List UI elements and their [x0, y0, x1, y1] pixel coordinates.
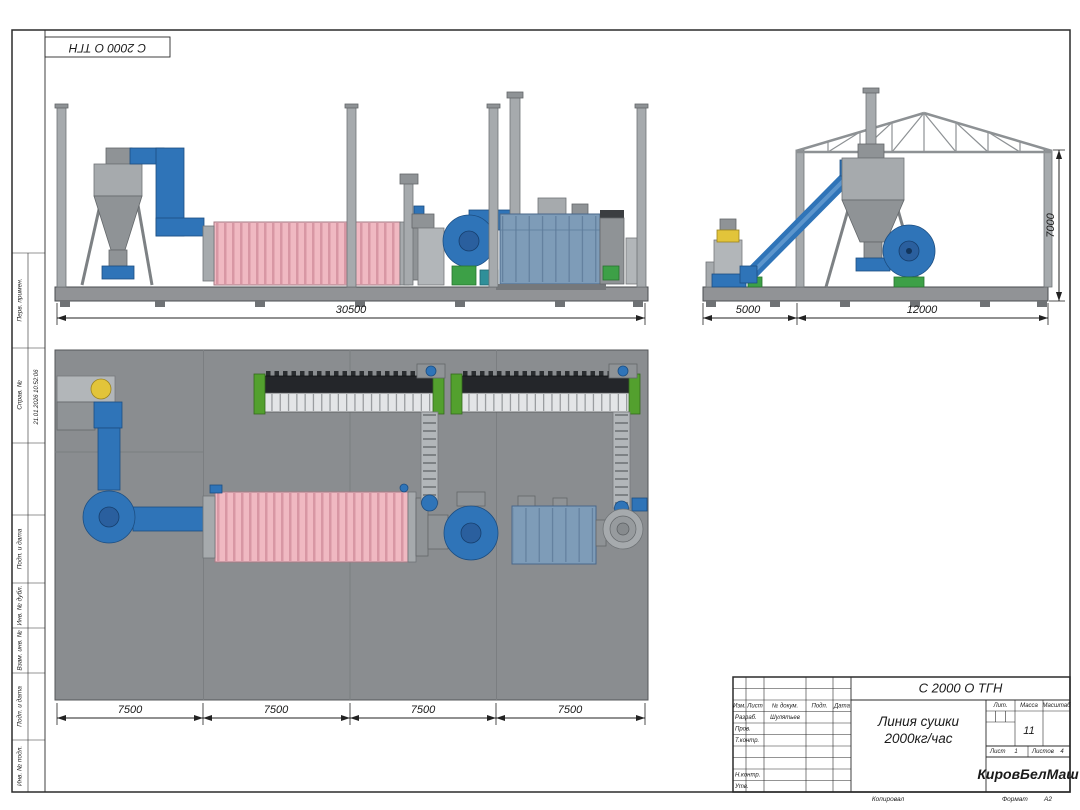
tb-col-izm: Изм.	[733, 704, 746, 710]
dim-text-30500: 30500	[336, 304, 367, 316]
dimension-plan: 7500 7500 7500 7500	[56, 703, 646, 725]
scraper-conveyor-1	[253, 371, 445, 415]
platform-feet-side	[60, 301, 643, 307]
tb-massa-label: Масса	[1020, 703, 1038, 709]
field-podp-data-1: Подп. и дата	[16, 528, 24, 569]
inclined-conveyor-end	[739, 168, 856, 284]
rotary-drum-side	[202, 221, 422, 286]
dim-text-7500-2: 7500	[264, 704, 289, 716]
feed-unit-plan	[56, 375, 123, 491]
tb-col-list: Лист	[746, 704, 762, 710]
truss-webs	[827, 112, 1021, 153]
dim-text-7500-3: 7500	[411, 704, 436, 716]
dim-text-7500-4: 7500	[558, 704, 583, 716]
heat-generator-side	[496, 91, 641, 290]
discharge-elevator-side	[399, 173, 445, 286]
rotary-valve-side	[101, 265, 135, 280]
sheet-footer: Копировал Формат А2	[872, 796, 1052, 803]
field-perv-primen: Перв. примен.	[17, 278, 24, 321]
conveyor1-drive-right	[432, 373, 445, 415]
dimension-end-bottom: 5000 12000	[702, 303, 1049, 325]
side-elevation-view: 30500	[54, 91, 649, 325]
tb-prov-label: Пров.	[735, 727, 751, 733]
tb-massa-value: 11	[1023, 725, 1034, 737]
footer-format-value: А2	[1043, 796, 1052, 803]
frame-left-fields: Перв. примен. Справ. № 21.01.2026 10:52:…	[16, 278, 40, 786]
dim-text-12000: 12000	[907, 304, 938, 316]
tb-company: КировБелМаш	[977, 766, 1079, 782]
dimension-side-total: 30500	[56, 303, 646, 325]
feed-duct-plan	[97, 427, 121, 491]
platform-feet-end	[706, 301, 1047, 307]
end-elevation-view: 5000 12000 7000	[702, 87, 1065, 325]
chimney-side	[509, 95, 521, 217]
dim-text-7500-1: 7500	[118, 704, 143, 716]
heat-generator-plan	[511, 495, 607, 565]
dimension-end-height: 7000	[1045, 149, 1065, 302]
tb-list-label: Лист	[989, 749, 1005, 755]
dim-text-5000: 5000	[736, 304, 761, 316]
field-date-stamp: 21.01.2026 10:52:06	[34, 369, 40, 426]
tb-utv-label: Утв.	[734, 784, 749, 790]
field-sprav-no: Справ. №	[17, 380, 24, 410]
footer-format-label: Формат	[1002, 796, 1028, 803]
elevator-2-plan	[608, 363, 638, 516]
tb-tkontr-label: Т.контр.	[735, 738, 759, 744]
conveyor2-drive-left	[450, 373, 463, 415]
feed-fan-plan	[82, 490, 206, 544]
field-vzam-inv: Взам. инв. №	[17, 630, 24, 670]
title-block: Изм. Лист № докум. Подп. Дата Разраб. Шу…	[732, 676, 1079, 793]
rotary-drum-plan	[202, 483, 429, 563]
duct-cyclone-to-drum	[129, 147, 205, 237]
cyclone-end	[824, 87, 922, 288]
tb-masshtab-label: Масштаб	[1042, 703, 1071, 709]
platform-end	[702, 286, 1049, 302]
field-podp-data-2: Подп. и дата	[16, 686, 24, 727]
tb-col-doc: № докум.	[772, 703, 798, 710]
field-inv-dubl: Инв. № дубл.	[16, 585, 24, 625]
tb-razrab-label: Разраб.	[735, 715, 757, 721]
dim-text-7000: 7000	[1045, 212, 1057, 237]
tb-col-data: Дата	[833, 704, 850, 710]
fan-end	[882, 224, 936, 288]
orientation-stamp: С 2000 О ТГН	[44, 36, 171, 58]
field-inv-podl: Инв. № подл.	[16, 746, 24, 787]
stamp-code-text: С 2000 О ТГН	[69, 41, 147, 55]
conveyor1-drive-left	[253, 373, 266, 415]
plan-view: 7500 7500 7500 7500	[54, 349, 649, 725]
tb-razrab-name: Шулятьев	[770, 715, 800, 721]
tb-nkontr-label: Н.контр.	[735, 773, 760, 779]
tb-listov-label: Листов	[1031, 749, 1054, 755]
tb-listov-value: 4	[1060, 749, 1064, 755]
conveyor2-drive-right	[628, 373, 641, 415]
scraper-conveyor-2	[450, 371, 641, 415]
cyclone-plan	[602, 497, 648, 550]
tb-doc-code: С 2000 О ТГН	[919, 680, 1003, 695]
tb-product-line1: Линия сушки	[877, 714, 960, 729]
yellow-hopper-plan	[90, 378, 112, 400]
tb-col-podp: Подп.	[812, 704, 828, 710]
tb-list-value: 1	[1014, 749, 1017, 755]
yellow-hopper	[716, 229, 740, 243]
cyclone-side	[80, 147, 154, 286]
footer-copied: Копировал	[872, 796, 905, 803]
elevator-1-plan	[416, 363, 446, 512]
tb-lit-label: Лит.	[992, 703, 1007, 709]
tb-product-line2: 2000кг/час	[883, 731, 952, 746]
discharge-fan-plan	[427, 491, 499, 561]
sheet-frame	[11, 29, 1071, 793]
support-posts-side	[54, 103, 649, 288]
drum-end-cap-left	[202, 225, 215, 282]
